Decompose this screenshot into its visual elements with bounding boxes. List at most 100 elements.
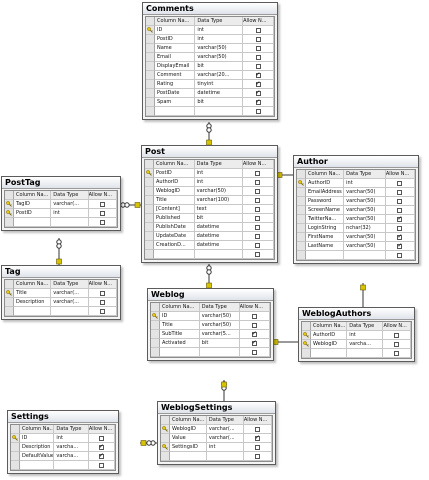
column-name-cell[interactable]: Description	[14, 298, 52, 307]
column-name-cell[interactable]: ID	[160, 312, 200, 321]
row-selector[interactable]	[5, 218, 14, 227]
data-type-cell[interactable]: varchar(50)	[344, 206, 386, 215]
allow-nulls-checkbox[interactable]	[397, 252, 403, 258]
allow-nulls-checkbox[interactable]	[98, 452, 104, 460]
row-selector[interactable]	[146, 71, 155, 80]
column-name-cell[interactable]	[20, 461, 55, 470]
row-selector[interactable]	[11, 461, 20, 470]
column-name-cell[interactable]	[311, 349, 348, 358]
allow-nulls-checkbox[interactable]	[397, 233, 402, 241]
row-selector[interactable]	[5, 200, 14, 209]
column-name-cell[interactable]: Title	[160, 321, 200, 330]
allow-nulls-checkbox[interactable]	[255, 215, 261, 221]
allow-nulls-checkbox[interactable]	[397, 207, 403, 213]
table-row[interactable]: CreationD...datetime	[145, 241, 275, 250]
allow-nulls-checkbox[interactable]	[255, 71, 261, 79]
data-type-cell[interactable]: int	[54, 434, 89, 443]
column-name-cell[interactable]: ScreenName	[306, 206, 345, 215]
allow-nulls-checkbox[interactable]	[255, 251, 261, 257]
data-type-cell[interactable]: tinyint	[195, 80, 244, 89]
column-name-cell[interactable]: TagID	[14, 200, 52, 209]
table-row[interactable]: TwitterNa...varchar(50)	[297, 215, 415, 224]
column-name-cell[interactable]: AuthorID	[306, 179, 345, 188]
row-selector[interactable]	[5, 209, 14, 218]
column-name-cell[interactable]: UpdateDate	[154, 232, 195, 241]
row-selector[interactable]	[161, 443, 170, 452]
row-selector[interactable]	[297, 206, 306, 215]
row-selector[interactable]	[146, 53, 155, 62]
allow-nulls-checkbox[interactable]	[397, 180, 403, 186]
column-name-cell[interactable]: PostID	[14, 209, 52, 218]
row-selector[interactable]	[5, 298, 14, 307]
row-selector[interactable]	[297, 215, 306, 224]
data-type-cell[interactable]: nchar(32)	[344, 224, 386, 233]
column-name-cell[interactable]: LoginString	[306, 224, 345, 233]
row-selector[interactable]	[146, 44, 155, 53]
allow-nulls-checkbox[interactable]	[255, 179, 261, 185]
column-name-cell[interactable]: PublishDate	[154, 223, 195, 232]
data-type-cell[interactable]: varchar(5...	[199, 330, 240, 339]
data-type-cell[interactable]: int	[195, 35, 244, 44]
row-selector[interactable]	[145, 187, 154, 196]
table-row[interactable]: [Content]text	[145, 205, 275, 214]
allow-nulls-checkbox[interactable]	[397, 198, 403, 204]
data-type-cell[interactable]: varchar(100)	[194, 196, 243, 205]
data-type-cell[interactable]: varcha...	[54, 452, 89, 461]
data-type-cell[interactable]: varchar(...	[51, 298, 89, 307]
column-name-cell[interactable]: PostDate	[155, 89, 196, 98]
row-selector[interactable]	[11, 434, 20, 443]
allow-nulls-checkbox[interactable]	[99, 210, 105, 216]
allow-nulls-checkbox[interactable]	[255, 36, 261, 42]
column-name-cell[interactable]	[170, 452, 207, 461]
allow-nulls-checkbox[interactable]	[251, 330, 257, 338]
column-name-cell[interactable]: CreationD...	[154, 241, 195, 250]
column-name-cell[interactable]: PostID	[155, 35, 196, 44]
allow-nulls-checkbox[interactable]	[254, 453, 260, 459]
column-name-cell[interactable]: [Content]	[154, 205, 195, 214]
column-name-cell[interactable]: SubTitle	[160, 330, 200, 339]
table-row[interactable]	[161, 452, 272, 461]
data-type-cell[interactable]: varchar(50)	[344, 215, 386, 224]
allow-nulls-checkbox[interactable]	[255, 242, 261, 248]
data-type-cell[interactable]: datetime	[194, 223, 243, 232]
row-selector[interactable]	[11, 452, 20, 461]
row-selector[interactable]	[297, 233, 306, 242]
row-selector[interactable]	[151, 330, 160, 339]
data-type-cell[interactable]: varchar(50)	[195, 53, 244, 62]
column-name-cell[interactable]	[14, 307, 52, 316]
column-name-cell[interactable]: AuthorID	[154, 178, 195, 187]
row-selector[interactable]	[146, 107, 155, 116]
row-selector[interactable]	[161, 425, 170, 434]
row-selector[interactable]	[302, 331, 311, 340]
allow-nulls-checkbox[interactable]	[255, 45, 261, 51]
row-selector[interactable]	[151, 339, 160, 348]
data-type-cell[interactable]: varchar(20...	[195, 71, 244, 80]
row-selector[interactable]	[297, 251, 306, 260]
column-name-cell[interactable]: Description	[20, 443, 55, 452]
column-name-cell[interactable]: FirstName	[306, 233, 345, 242]
row-selector[interactable]	[146, 80, 155, 89]
row-selector[interactable]	[151, 321, 160, 330]
column-name-cell[interactable]: Value	[170, 434, 207, 443]
row-selector[interactable]	[146, 35, 155, 44]
allow-nulls-checkbox[interactable]	[255, 27, 261, 33]
row-selector[interactable]	[11, 443, 20, 452]
data-type-cell[interactable]: datetime	[195, 89, 244, 98]
allow-nulls-checkbox[interactable]	[255, 224, 261, 230]
